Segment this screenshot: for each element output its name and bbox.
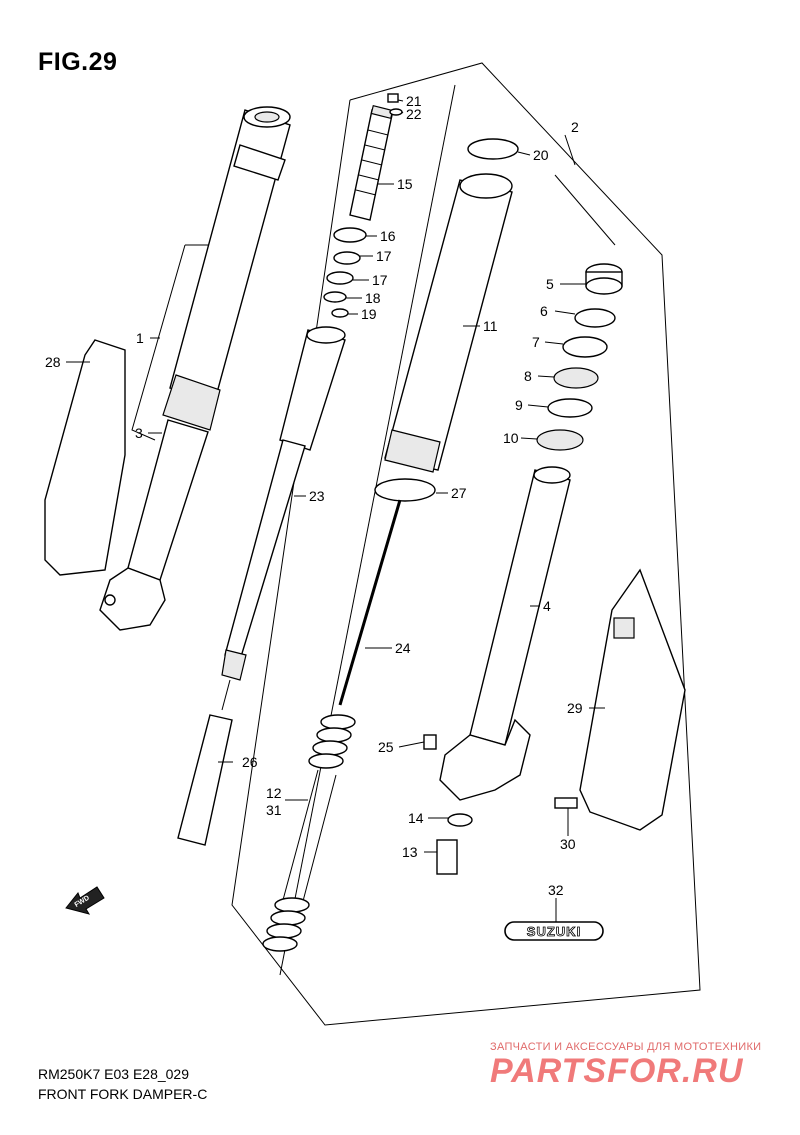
leader-lines bbox=[66, 99, 605, 922]
callout-labels: 1 2 3 4 5 6 7 8 9 10 11 12 31 13 14 15 1… bbox=[45, 93, 583, 898]
callout-6: 6 bbox=[540, 303, 548, 319]
fwd-arrow: FWD bbox=[65, 886, 105, 915]
washer-22 bbox=[389, 108, 403, 116]
rod-24 bbox=[338, 499, 402, 706]
callout-11: 11 bbox=[483, 318, 498, 334]
bolt-25 bbox=[423, 734, 437, 750]
suzuki-emblem: SUZUKI bbox=[504, 921, 604, 941]
figure-title: FIG.29 bbox=[38, 48, 118, 76]
callout-15: 15 bbox=[397, 176, 413, 192]
callout-1: 1 bbox=[136, 330, 144, 346]
callout-29: 29 bbox=[567, 700, 583, 716]
callout-7: 7 bbox=[532, 334, 540, 350]
callout-16: 16 bbox=[380, 228, 396, 244]
ring-14 bbox=[447, 813, 473, 827]
callout-32: 32 bbox=[548, 882, 564, 898]
frame-bracket-1 bbox=[131, 244, 186, 441]
callout-26: 26 bbox=[242, 754, 258, 770]
frame-inner-edge bbox=[279, 84, 456, 976]
callout-24: 24 bbox=[395, 640, 411, 656]
seal-stack bbox=[536, 263, 623, 451]
callout-28: 28 bbox=[45, 354, 61, 370]
watermark-tagline: ЗАПЧАСТИ И АКСЕССУАРЫ ДЛЯ МОТОТЕХНИКИ bbox=[490, 1041, 762, 1053]
ring-17a bbox=[333, 251, 361, 265]
callout-19: 19 bbox=[361, 306, 377, 322]
callout-17a: 17 bbox=[376, 248, 392, 264]
frame-bracket-4 bbox=[554, 174, 616, 246]
ring-19 bbox=[331, 308, 349, 318]
fork-guard-right bbox=[579, 568, 686, 831]
callout-2: 2 bbox=[571, 119, 579, 135]
model-code: RM250K7 E03 E28_029 bbox=[38, 1066, 189, 1082]
callout-17b: 17 bbox=[372, 272, 388, 288]
ring-16 bbox=[333, 227, 367, 243]
watermark-brand: PARTSFOR.RU bbox=[490, 1052, 744, 1090]
inner-tube-11 bbox=[384, 173, 513, 473]
ring-18 bbox=[323, 291, 347, 303]
callout-14: 14 bbox=[408, 810, 424, 826]
callout-4: 4 bbox=[543, 598, 551, 614]
outer-tube-left bbox=[99, 106, 291, 631]
o-ring-20 bbox=[467, 138, 519, 160]
o-ring-27 bbox=[374, 478, 436, 502]
damper-rod-23 bbox=[221, 326, 346, 711]
callout-31: 31 bbox=[266, 802, 282, 818]
callout-27: 27 bbox=[451, 485, 467, 501]
callout-8: 8 bbox=[524, 368, 532, 384]
callout-3: 3 bbox=[135, 425, 143, 441]
callout-23: 23 bbox=[309, 488, 325, 504]
callout-12: 12 bbox=[266, 785, 282, 801]
callout-13: 13 bbox=[402, 844, 418, 860]
callout-25: 25 bbox=[378, 739, 394, 755]
bolt-21 bbox=[387, 93, 399, 103]
callout-9: 9 bbox=[515, 397, 523, 413]
plug-13 bbox=[436, 839, 458, 875]
callout-10: 10 bbox=[503, 430, 519, 446]
callout-5: 5 bbox=[546, 276, 554, 292]
outer-tube-right bbox=[439, 466, 571, 801]
diagram-caption: FRONT FORK DAMPER-C bbox=[38, 1086, 208, 1102]
sleeve-26 bbox=[177, 714, 233, 846]
callout-18: 18 bbox=[365, 290, 381, 306]
suzuki-label: SUZUKI bbox=[527, 924, 581, 939]
callout-21: 21 bbox=[406, 93, 422, 109]
fork-guard-left bbox=[44, 339, 126, 576]
assembly-frame-2 bbox=[231, 62, 701, 1026]
callout-20: 20 bbox=[533, 147, 549, 163]
cartridge-top bbox=[349, 104, 394, 221]
bolt-30 bbox=[554, 797, 578, 809]
spring-12 bbox=[262, 714, 356, 952]
callout-22: 22 bbox=[406, 106, 422, 122]
callout-30: 30 bbox=[560, 836, 576, 852]
ring-17b bbox=[326, 271, 354, 285]
